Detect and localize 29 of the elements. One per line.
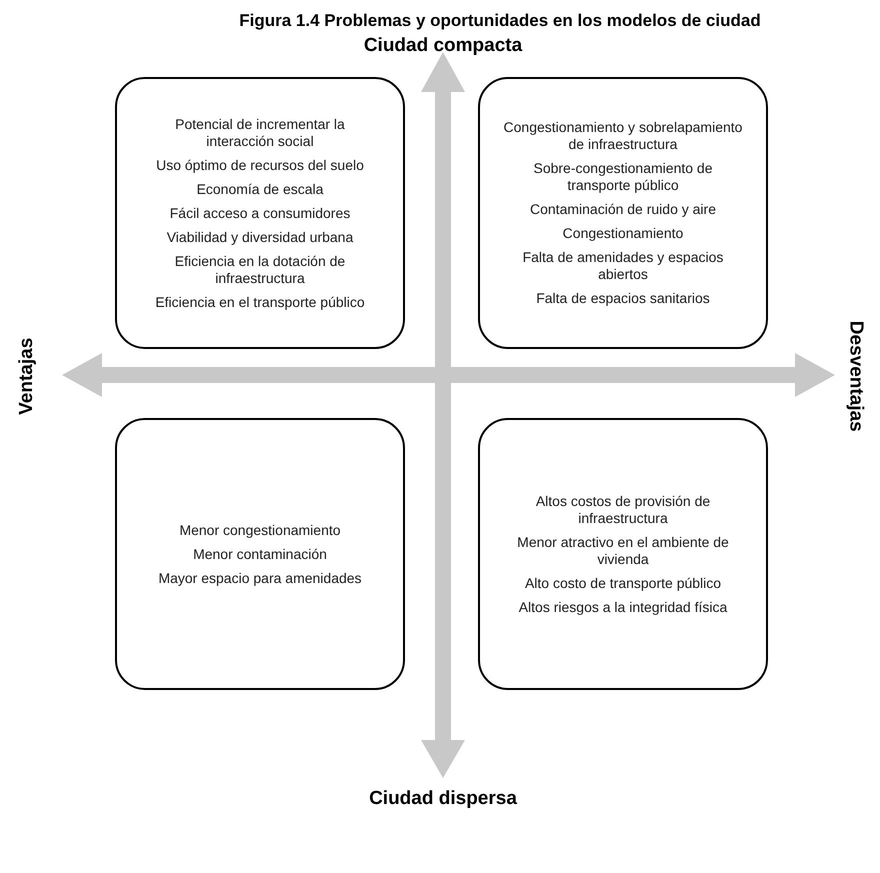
list-item: Altos costos de provisión de infraestructura (534, 492, 712, 526)
list-item: Economía de escala (196, 180, 324, 198)
list-item: Potencial de incrementar la interacción social (174, 116, 346, 150)
axis-label: Ventajas (14, 336, 38, 417)
list-item: Congestionamiento y sobrelapamiento de infraestructura (503, 119, 743, 153)
rounded-box (478, 418, 768, 690)
list-item: Congestionamiento (562, 225, 684, 242)
list-item: Falta de amenidades y espacios abiertos (522, 249, 724, 283)
list-item: Menor congestionamiento (179, 522, 341, 538)
list-item: Alto costo de transporte público (524, 574, 722, 592)
rounded-box (478, 77, 768, 349)
list-item: Eficiencia en la dotación de infraestructura (174, 252, 346, 286)
axis-label: Desventajas (844, 320, 868, 434)
title: Figura 1.4 Problemas y oportunidades en los modelos de ciudad (238, 10, 762, 32)
list-item: Altos riesgos a la integridad física (518, 598, 728, 616)
list-item: Eficiencia en el transporte público (155, 294, 365, 310)
list-item: Fácil acceso a consumidores (170, 204, 350, 222)
rounded-box (115, 418, 405, 690)
axis-label: Ciudad dispersa (368, 787, 518, 811)
list-item: Uso óptimo de recursos del suelo (156, 156, 364, 174)
list-item: Menor atractivo en el ambiente de vivienda (516, 534, 730, 568)
list-item: Contaminación de ruido y aire (530, 201, 716, 218)
list-item: Sobre-congestionamiento de transporte público (532, 160, 714, 194)
list-item: Mayor espacio para amenidades (158, 570, 362, 586)
list-item: Falta de espacios sanitarios (536, 290, 710, 307)
axis-label: Ciudad compacta (362, 34, 524, 58)
list-item: Viabilidad y diversidad urbana (166, 228, 354, 246)
rounded-box (115, 77, 405, 349)
list-item: Menor contaminación (193, 546, 327, 562)
